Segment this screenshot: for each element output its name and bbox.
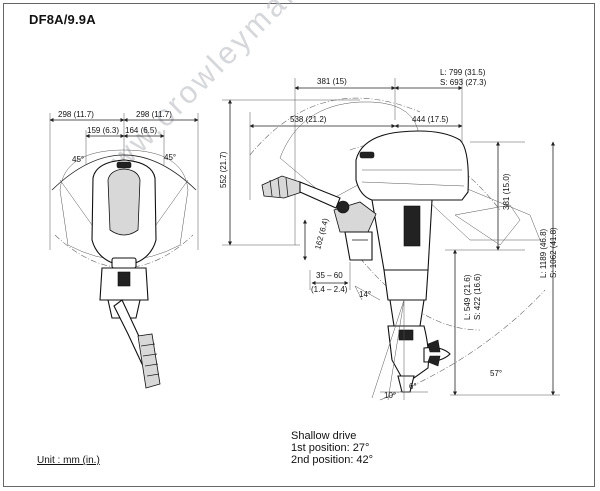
shallow-drive-first: 1st position: 27° bbox=[291, 442, 370, 454]
shallow-drive-second: 2nd position: 42° bbox=[291, 454, 374, 466]
side-forward: 381 (15) bbox=[317, 77, 347, 86]
side-clamp-range: 35 – 60 bbox=[316, 271, 343, 280]
side-trim-small: 6° bbox=[409, 382, 417, 391]
side-total-height-l: L: 1189 (46.8) bbox=[539, 228, 548, 278]
side-clamp-range-in: (1.4 – 2.4) bbox=[311, 285, 348, 294]
side-transom-s: S: 422 (16.6) bbox=[473, 273, 482, 320]
side-transom-l: L: 549 (21.6) bbox=[463, 274, 472, 320]
front-angle-left: 45° bbox=[72, 155, 84, 164]
side-view bbox=[222, 78, 560, 401]
side-total-length: L: 799 (31.5) bbox=[440, 68, 486, 77]
side-head-height: 381 (15.0) bbox=[502, 173, 511, 210]
side-trim-large: 10° bbox=[384, 391, 396, 400]
front-angle-right: 45° bbox=[164, 153, 176, 162]
page-title: DF8A/9.9A bbox=[29, 12, 96, 27]
side-tilt-max: 57° bbox=[490, 369, 502, 378]
side-bracket-height: 162 (6.4) bbox=[313, 217, 330, 251]
side-rear-reach: 444 (17.5) bbox=[412, 115, 449, 124]
front-view bbox=[49, 113, 199, 389]
side-top-height: 552 (21.7) bbox=[219, 151, 228, 188]
side-total-length-s: S: 693 (27.3) bbox=[440, 78, 487, 87]
side-tilt-angle: 14° bbox=[359, 290, 371, 299]
front-width-left: 298 (11.7) bbox=[58, 110, 94, 119]
front-inner-left: 159 (6.3) bbox=[87, 126, 119, 135]
drawing-frame bbox=[3, 3, 595, 487]
shallow-drive-heading: Shallow drive bbox=[291, 430, 357, 442]
unit-label: Unit : mm (in.) bbox=[37, 455, 100, 466]
front-width-right: 298 (11.7) bbox=[136, 110, 172, 119]
side-total-height-s: S: 1062 (41.8) bbox=[549, 227, 558, 278]
shallow-drive-note: Shallow drive 1st position: 27° 2nd posi… bbox=[291, 430, 373, 466]
side-front-reach: 538 (21.2) bbox=[290, 115, 327, 124]
front-inner-right: 164 (6.5) bbox=[125, 126, 157, 135]
